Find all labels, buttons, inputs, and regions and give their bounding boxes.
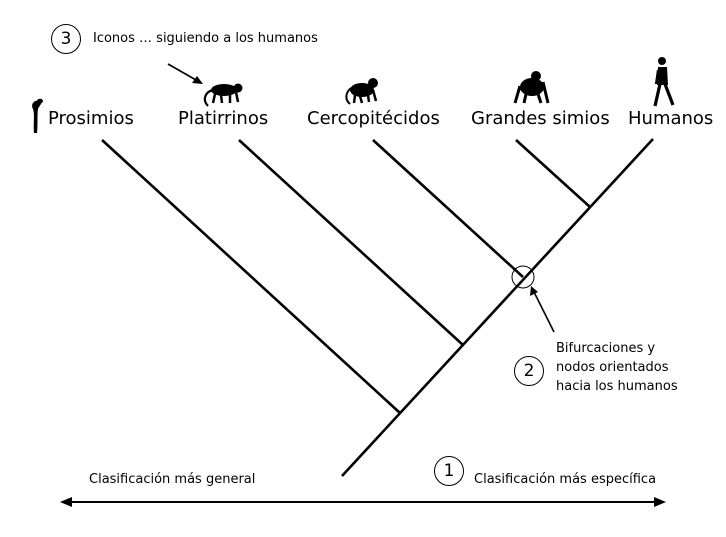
node-arrow <box>533 291 555 333</box>
nodes-note-line-2: nodos orientados <box>556 360 669 375</box>
taxon-label-humanos: Humanos <box>628 108 714 129</box>
node-highlight-circle <box>511 265 535 289</box>
nodes-note-line-1: Bifurcaciones y <box>556 341 656 356</box>
taxon-label-platirrinos: Platirrinos <box>178 108 269 129</box>
icons-arrow <box>167 63 197 81</box>
taxon-label-prosimios: Prosimios <box>48 108 134 129</box>
branch-prosimios <box>101 139 401 414</box>
branch-cercopitecidos <box>372 139 524 278</box>
icons-arrowhead <box>192 76 203 84</box>
taxon-label-grandes-simios: Grandes simios <box>471 108 610 129</box>
walking-human-icon <box>653 57 675 107</box>
branch-grandes-simios <box>515 139 591 208</box>
node-arrowhead <box>530 286 538 296</box>
chimpanzee-icon <box>513 71 550 104</box>
main-trunk <box>341 138 654 477</box>
monkey-icon <box>203 83 243 107</box>
axis-arrowhead-right <box>654 497 666 507</box>
badge-1: 1 <box>434 456 464 486</box>
nodes-note: Bifurcaciones y nodos orientados hacia l… <box>556 339 678 396</box>
lemur-icon <box>32 98 43 133</box>
axis-label-general: Clasificación más general <box>89 472 256 487</box>
taxon-label-cercopitecidos: Cercopitécidos <box>307 108 440 129</box>
icons-note: Iconos … siguiendo a los humanos <box>93 31 318 46</box>
nodes-note-line-3: hacia los humanos <box>556 379 678 394</box>
badge-2: 2 <box>514 356 544 386</box>
axis-label-specific: Clasificación más específica <box>474 472 657 487</box>
branch-platirrinos <box>238 139 464 346</box>
axis-arrowhead-left <box>60 497 72 507</box>
baboon-icon <box>345 78 378 105</box>
badge-3: 3 <box>51 24 81 54</box>
